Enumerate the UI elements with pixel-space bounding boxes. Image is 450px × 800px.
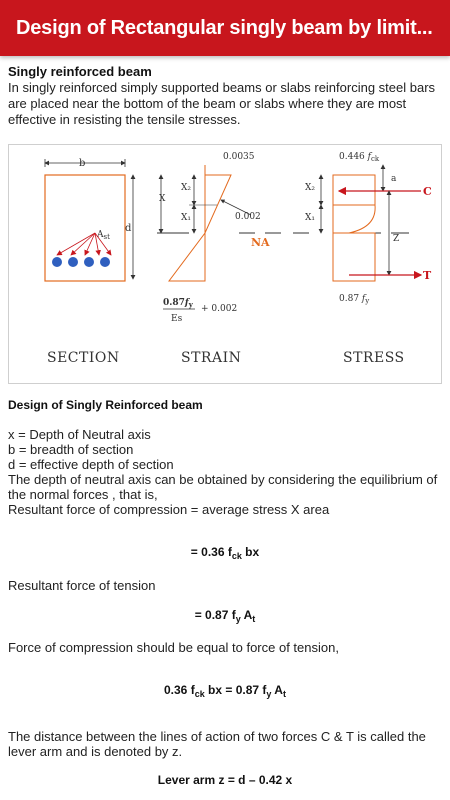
label-stress-bottom: 0.87 fy — [339, 294, 369, 305]
label-d: d — [125, 223, 132, 234]
label-na: NA — [251, 236, 270, 249]
equation-tension: = 0.87 fy At — [194, 608, 256, 624]
label-x: X — [159, 194, 166, 204]
app-bar: Design of Rectangular singly beam by lim… — [0, 0, 450, 56]
label-stress-top: 0.446 fck — [339, 152, 380, 163]
label-z: Z — [393, 234, 399, 244]
label-strain-mid: 0.002 — [235, 212, 261, 222]
label-strain-top: 0.0035 — [223, 152, 255, 162]
equality-paragraph: Force of compression should be equal to … — [8, 640, 339, 655]
lever-arm-paragraph: The distance between the lines of action… — [8, 729, 426, 759]
label-strain-bottom: 0.87fy — [163, 298, 194, 309]
label-ast: Ast — [96, 230, 110, 241]
label-x1-right: X₁ — [305, 213, 315, 223]
compression-paragraph: Resultant force of compression = average… — [8, 502, 330, 517]
label-x1-left: X₁ — [181, 213, 191, 223]
intro-section: Singly reinforced beam In singly reinfor… — [0, 56, 450, 128]
label-strain-es: Es — [171, 314, 183, 324]
beam-diagram-figure: b d Ast X — [8, 144, 442, 384]
rebar-3 — [84, 257, 94, 267]
rebar-4 — [100, 257, 110, 267]
stress-section — [332, 232, 376, 282]
section-outline — [44, 174, 126, 282]
tension-label: Resultant force of tension — [8, 578, 156, 593]
equation-lever-arm: Lever arm z = d – 0.42 x — [157, 773, 293, 787]
definition-d: d = effective depth of section — [8, 457, 174, 472]
stress-rect-top — [332, 174, 376, 206]
figure-label-section: SECTION — [47, 350, 120, 366]
neutral-axis-paragraph: The depth of neutral axis can be obtaine… — [8, 472, 438, 502]
label-b: b — [79, 158, 85, 169]
rebar-2 — [68, 257, 78, 267]
stress-parabola — [332, 204, 376, 234]
intro-text: In singly reinforced simply supported be… — [8, 80, 436, 127]
definition-b: b = breadth of section — [8, 442, 134, 457]
label-t: T — [423, 269, 432, 282]
article-content[interactable]: Singly reinforced beam In singly reinfor… — [0, 56, 450, 800]
figure-label-strain: STRAIN — [181, 350, 242, 366]
label-strain-plus: + 0.002 — [201, 304, 237, 314]
label-a: a — [391, 174, 397, 184]
equation-compression: = 0.36 fck bx — [190, 545, 260, 561]
figure-label-stress: STRESS — [343, 350, 405, 366]
design-heading: Design of Singly Reinforced beam — [8, 398, 203, 412]
equation-equality: 0.36 fck bx = 0.87 fy At — [164, 683, 286, 699]
rebar-1 — [52, 257, 62, 267]
intro-heading: Singly reinforced beam — [8, 64, 152, 79]
page-title: Design of Rectangular singly beam by lim… — [16, 16, 433, 39]
beam-diagram: b d Ast X — [44, 152, 432, 324]
label-x2-left: X₂ — [181, 183, 191, 193]
strain-diagram — [168, 174, 232, 282]
label-x2-right: X₂ — [305, 183, 315, 193]
label-c: C — [423, 185, 432, 198]
definition-x: x = Depth of Neutral axis — [8, 427, 151, 442]
